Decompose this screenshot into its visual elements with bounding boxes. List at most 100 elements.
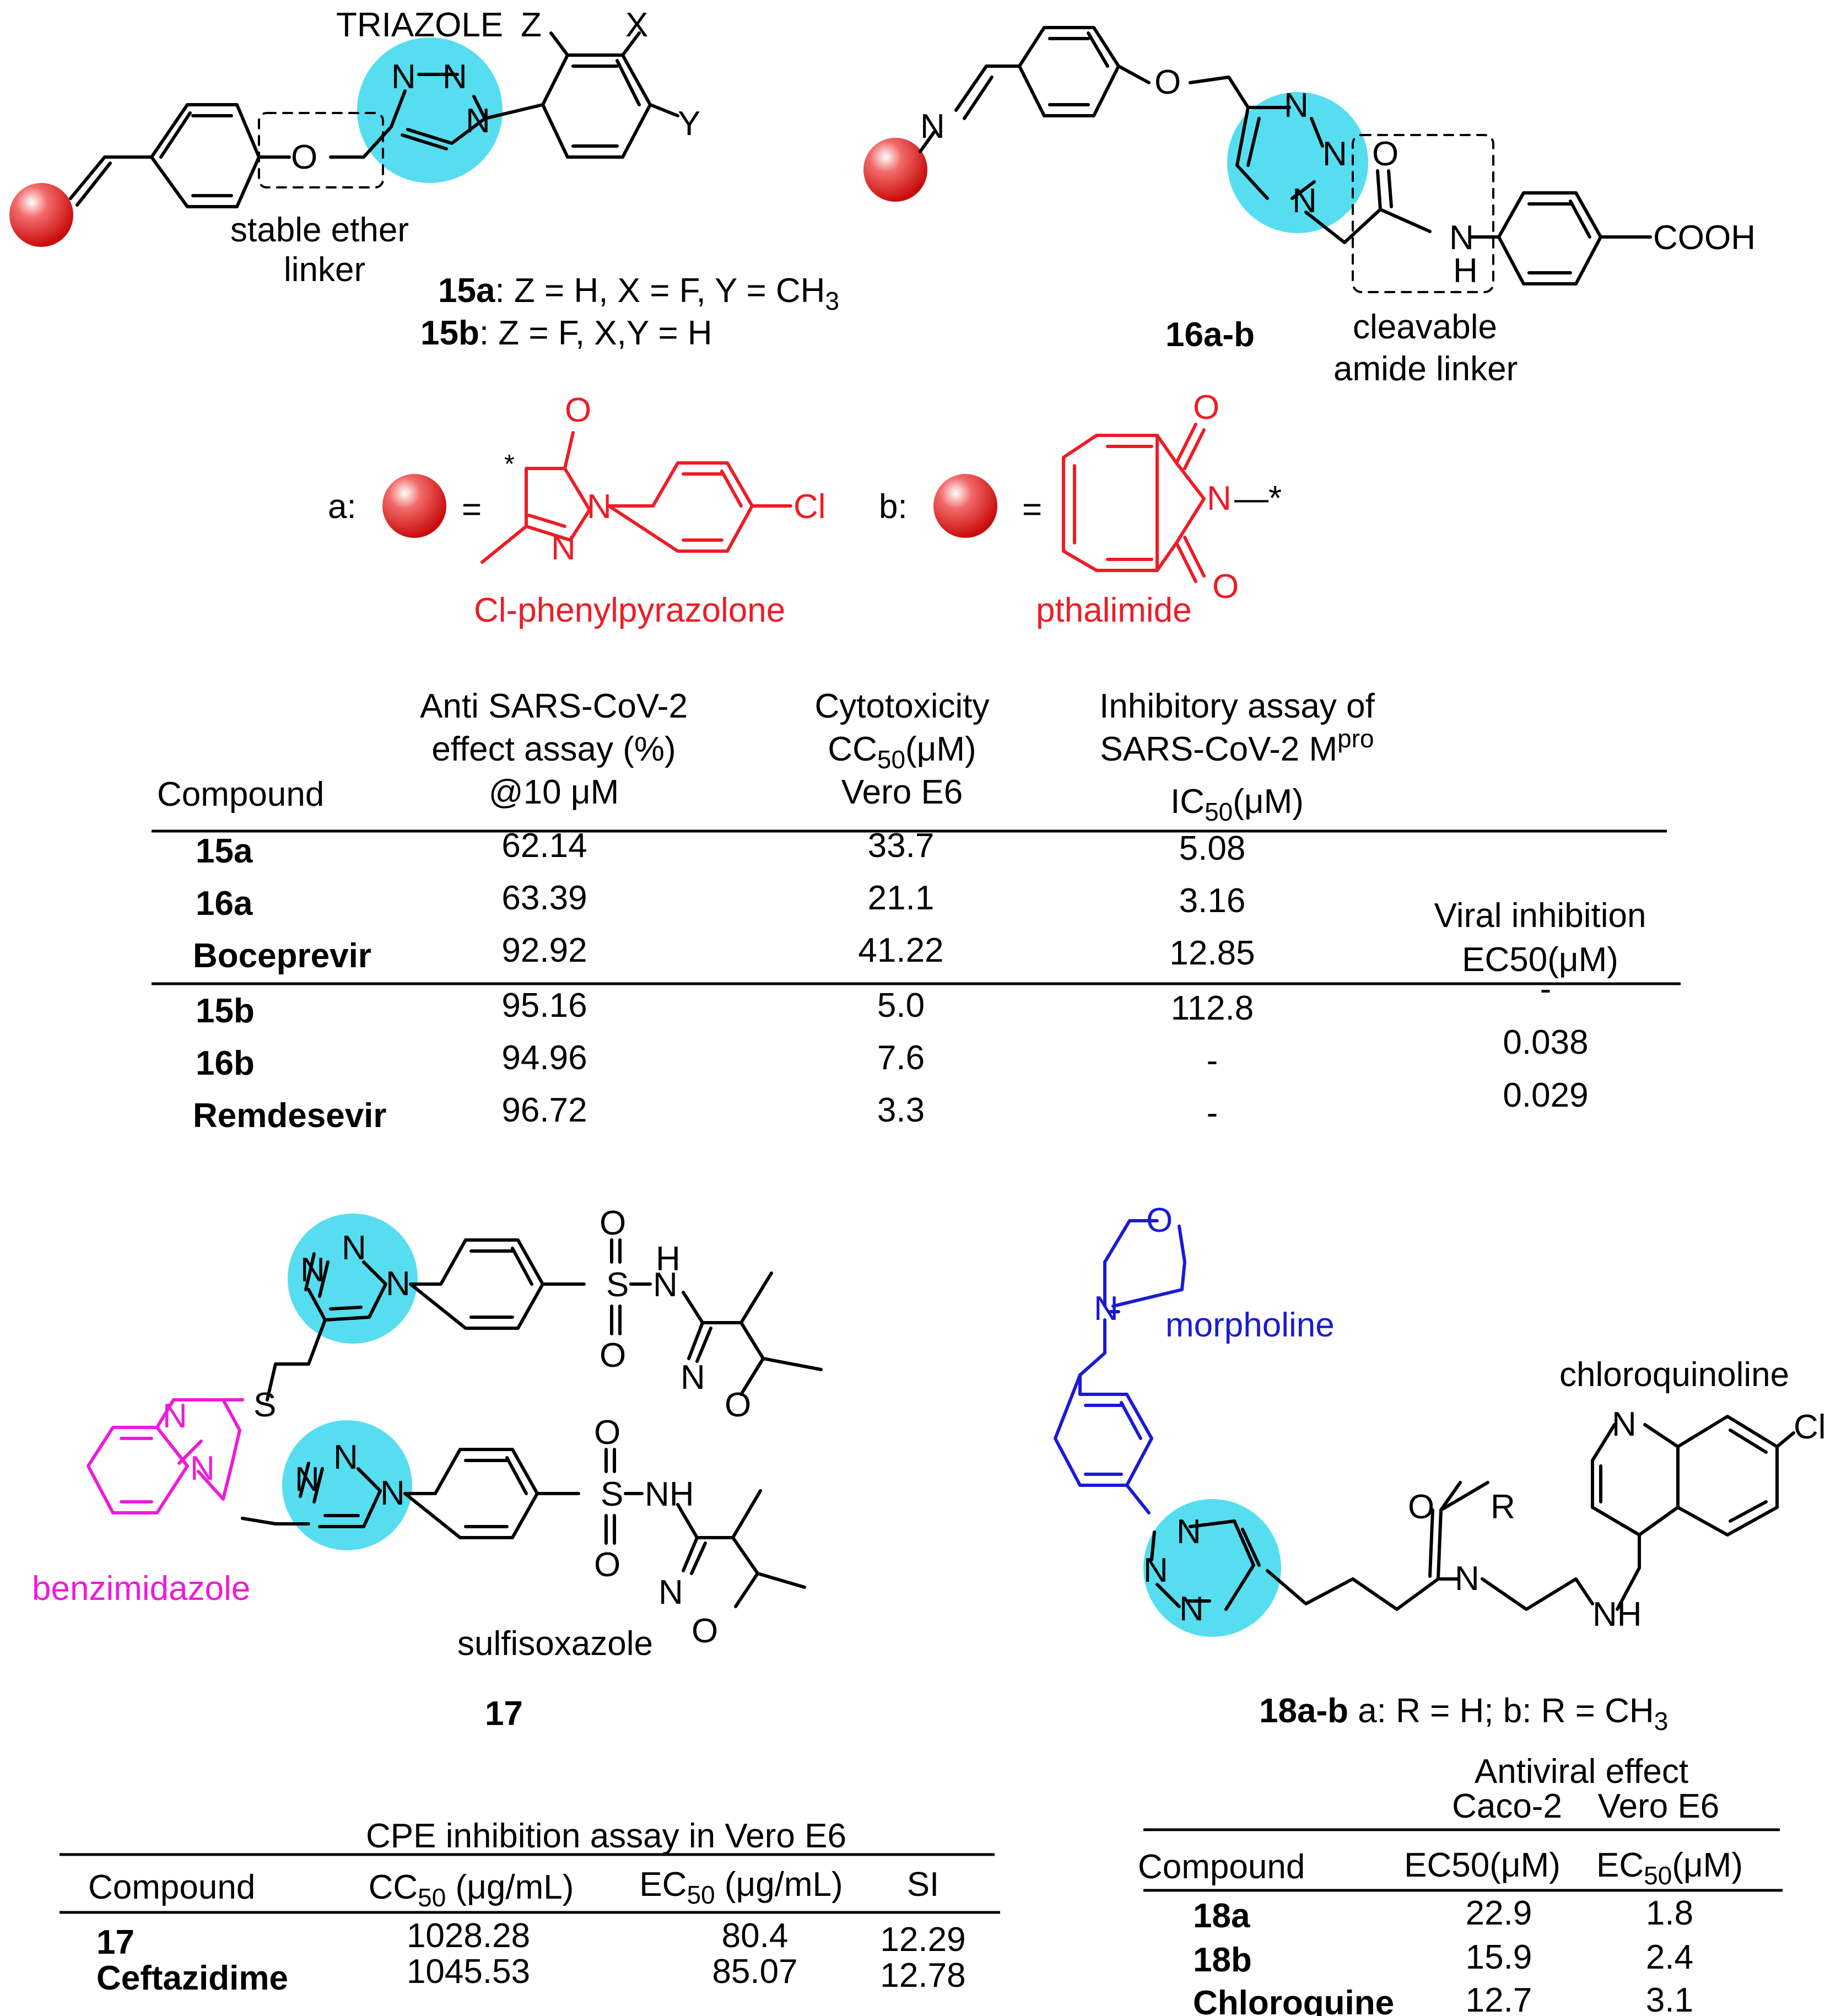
s17-n2: N bbox=[342, 1229, 366, 1267]
s17-O3: O bbox=[725, 1386, 751, 1424]
s17-O1: O bbox=[600, 1204, 626, 1242]
t1-h-viral-1: Viral inhibition bbox=[1434, 897, 1646, 935]
table1-cell-name: Remdesevir bbox=[193, 1097, 387, 1135]
triazole-highlight-18 bbox=[1143, 1499, 1281, 1637]
s18-amide-O: O bbox=[1408, 1488, 1434, 1526]
legend-b-equals: = bbox=[1022, 490, 1042, 529]
label-15a: 15a: Z = H, X = F, Y = CH3 bbox=[438, 272, 839, 315]
structure-15-labels: TRIAZOLE O N N N Z X Y stable ether link… bbox=[230, 6, 839, 352]
legend-a-equals: = bbox=[462, 490, 482, 529]
s16-atom-O-carbonyl: O bbox=[1372, 135, 1399, 173]
table3-cell-vero: 2.4 bbox=[1646, 1938, 1693, 1976]
red-sphere-15 bbox=[9, 183, 73, 247]
amide-linker-line2: amide linker bbox=[1333, 350, 1518, 388]
table1-cell-anti: 62.14 bbox=[501, 827, 587, 865]
table1-cell-ic50: - bbox=[1207, 1094, 1218, 1132]
s17-O5: O bbox=[594, 1546, 620, 1584]
s17-N7: N bbox=[653, 1266, 678, 1304]
t1-h-anti-2: effect assay (%) bbox=[431, 730, 676, 768]
s17-NH2: NH bbox=[645, 1475, 694, 1513]
t1-h-inh-1: Inhibitory assay of bbox=[1099, 687, 1375, 725]
s15-atom-N3: N bbox=[466, 102, 490, 140]
triazole-highlight-17-bottom bbox=[282, 1420, 412, 1550]
s18-morph-O: O bbox=[1146, 1201, 1173, 1239]
s15-atom-N2: N bbox=[442, 58, 467, 96]
table2-cell-si: 12.78 bbox=[880, 1956, 965, 1995]
s18-q-Cl: Cl bbox=[1794, 1408, 1825, 1446]
table2-cell-ec50: 80.4 bbox=[722, 1917, 789, 1955]
table2-cell-name: Ceftazidime bbox=[96, 1959, 288, 1997]
table1-cell-name: 15b bbox=[196, 992, 255, 1030]
table1-cell-ec50: 0.038 bbox=[1503, 1023, 1588, 1061]
s18-morph-N: N bbox=[1094, 1290, 1119, 1328]
s17-O4: O bbox=[594, 1414, 620, 1452]
pyr-N2: N bbox=[551, 529, 576, 567]
triazole-highlight-15 bbox=[357, 37, 503, 183]
table2-cell-si: 12.29 bbox=[880, 1921, 965, 1959]
s16-atom-NH-N: N bbox=[1449, 219, 1474, 257]
morpholine-name: morpholine bbox=[1165, 1306, 1335, 1344]
legend-sphere-b bbox=[933, 474, 997, 538]
table1-cell-ic50: 12.85 bbox=[1169, 934, 1255, 972]
t2-title: CPE inhibition assay in Vero E6 bbox=[366, 1817, 846, 1855]
legend-substituents: a: = b: = * O N N Cl Cl-phenylpyrazolone… bbox=[328, 389, 1282, 629]
t1-h-compound: Compound bbox=[157, 775, 324, 813]
amide-linker-line1: cleavable bbox=[1353, 308, 1497, 346]
structure-15 bbox=[9, 31, 679, 247]
t1-h-viral-2: EC50(μM) bbox=[1462, 941, 1618, 979]
s17-n1: N bbox=[300, 1251, 325, 1289]
s16-atom-O: O bbox=[1154, 63, 1181, 101]
s15-sub-Z: Z bbox=[521, 6, 542, 44]
s18-amide-N: N bbox=[1455, 1560, 1480, 1598]
table1-cell-name: 15a bbox=[196, 832, 253, 870]
table3-cell-caco: 12.7 bbox=[1466, 1981, 1532, 2016]
table-1: Anti SARS-CoV-2 effect assay (%) @10 μM … bbox=[152, 687, 1681, 1135]
t3-h-ec-vero: EC50(μM) bbox=[1596, 1846, 1743, 1890]
s15-atom-N1: N bbox=[391, 58, 416, 96]
table-2: CPE inhibition assay in Vero E6 Compound… bbox=[60, 1817, 1000, 1997]
table1-cell-anti: 96.72 bbox=[501, 1091, 587, 1129]
table1-cell-anti: 92.92 bbox=[501, 931, 587, 969]
table2-cell-cc50: 1028.28 bbox=[407, 1917, 530, 1955]
t3-h-caco: Caco-2 bbox=[1452, 1787, 1562, 1825]
s15-atom-O: O bbox=[291, 138, 317, 176]
table1-cell-anti: 94.96 bbox=[501, 1039, 587, 1077]
s16-cooh: COOH bbox=[1653, 219, 1756, 257]
table1-cell-ic50: 3.16 bbox=[1179, 882, 1246, 920]
s17-n3: N bbox=[386, 1265, 411, 1303]
ph-N: N bbox=[1207, 479, 1232, 518]
table1-cell-name: 16a bbox=[196, 885, 253, 923]
s17-N8: N bbox=[681, 1359, 705, 1397]
table1-cell-ic50: 112.8 bbox=[1171, 989, 1254, 1027]
pyr-O: O bbox=[565, 391, 591, 429]
table3-cell-caco: 15.9 bbox=[1466, 1938, 1532, 1976]
table1-cell-cc50: 33.7 bbox=[868, 827, 935, 865]
table1-cell-anti: 63.39 bbox=[501, 879, 587, 917]
table2-cell-ec50: 85.07 bbox=[712, 1953, 797, 1991]
s18-q-N: N bbox=[1612, 1405, 1637, 1443]
ph-name: pthalimide bbox=[1036, 591, 1192, 629]
table1-cell-anti: 95.16 bbox=[501, 987, 587, 1025]
table1-cell-cc50: 5.0 bbox=[877, 987, 925, 1025]
red-sphere-16 bbox=[863, 138, 927, 202]
t3-h-ec-caco: EC50(μM) bbox=[1404, 1846, 1561, 1884]
table1-cell-cc50: 41.22 bbox=[858, 931, 943, 969]
table3-cell-name: 18b bbox=[1193, 1941, 1252, 1979]
structure-18-labels: N N N O R N NH N Cl chloroquinoline 18a-… bbox=[1143, 1356, 1825, 1735]
s15-sub-Y: Y bbox=[678, 105, 700, 143]
structure-16-labels: N O N N N O N H COOH 16a-b cleavable ami… bbox=[920, 63, 1756, 388]
t3-h-vero: Vero E6 bbox=[1598, 1787, 1720, 1825]
table3-cell-vero: 1.8 bbox=[1646, 1894, 1693, 1932]
legend-b-label: b: bbox=[879, 488, 908, 526]
label-15b: 15b: Z = F, X,Y = H bbox=[420, 314, 712, 352]
t1-h-anti-3: @10 μM bbox=[489, 773, 619, 811]
s17-n6: N bbox=[380, 1474, 405, 1512]
t1-h-cyto-1: Cytotoxicity bbox=[815, 687, 990, 725]
t3-h-compound: Compound bbox=[1138, 1848, 1305, 1886]
table1-cell-ic50: 5.08 bbox=[1179, 829, 1246, 867]
s17-H1: H bbox=[656, 1240, 681, 1278]
table1-cell-ic50: - bbox=[1207, 1042, 1218, 1080]
label-16ab: 16a-b bbox=[1165, 316, 1255, 354]
s17-N9: N bbox=[658, 1573, 683, 1611]
legend-a-star: * bbox=[504, 450, 515, 479]
